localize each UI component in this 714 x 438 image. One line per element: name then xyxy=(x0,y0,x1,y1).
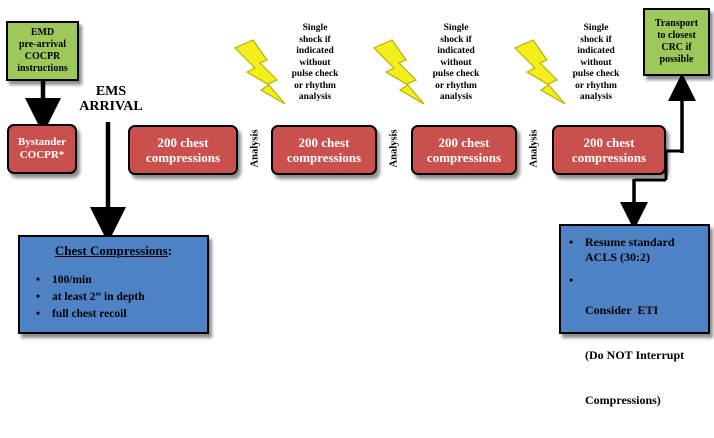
shock-line: pulse check xyxy=(291,69,339,79)
acls-item-1-line-2: ACLS (30:2) xyxy=(585,250,650,264)
shock-line: analysis xyxy=(579,92,613,102)
shock-line: indicated xyxy=(296,46,334,56)
compressions-box-2: 200 chest compressions xyxy=(271,125,377,175)
acls-item-2-line-3: Compressions) xyxy=(585,393,661,407)
bystander-line-1: Bystander xyxy=(17,136,67,148)
shock-line: shock if xyxy=(580,34,612,45)
shock-line: Single xyxy=(302,23,328,33)
compressions-line-2: compressions xyxy=(286,150,362,165)
lightning-bolt-icon xyxy=(372,39,425,105)
shock-text-3: Single shock if indicated without pulse … xyxy=(561,23,631,104)
acls-item-1-line-1: Resume standard xyxy=(585,235,675,249)
compressions-line-1: 200 chest xyxy=(438,135,490,150)
chest-compressions-title-text: Chest Compressions xyxy=(54,243,168,258)
emd-line-1: EMD xyxy=(30,27,55,38)
ems-arrival-line-2: ARRIVAL xyxy=(79,99,143,114)
analysis-label-3: Analysis xyxy=(528,129,540,168)
bystander-line-2: COCPR* xyxy=(19,149,65,161)
compressions-line-1: 200 chest xyxy=(157,135,209,150)
compressions-box-3: 200 chest compressions xyxy=(411,125,517,175)
shock-line: analysis xyxy=(298,92,332,102)
shock-line: analysis xyxy=(439,92,473,102)
acls-item-2-line-1: Consider ETI xyxy=(585,303,659,317)
emd-line-4: instructions xyxy=(17,63,68,74)
list-item: 100/min xyxy=(36,272,145,289)
shock-line: or rhythm xyxy=(294,80,336,91)
chest-compressions-box: Chest Compressions: 100/min at least 2” … xyxy=(18,235,209,334)
shock-text-1: Single shock if indicated without pulse … xyxy=(280,23,350,104)
compressions-line-2: compressions xyxy=(145,150,221,165)
list-item: at least 2” in depth xyxy=(36,289,145,306)
shock-line: or rhythm xyxy=(575,80,617,91)
compressions-box-1: 200 chest compressions xyxy=(128,125,238,175)
shock-line: without xyxy=(299,57,331,68)
shock-line: Single xyxy=(443,23,469,33)
compressions-box-4: 200 chest compressions xyxy=(552,125,666,175)
compressions-line-1: 200 chest xyxy=(298,135,350,150)
shock-line: pulse check xyxy=(572,69,620,79)
analysis-label-1: Analysis xyxy=(249,129,261,168)
chest-compressions-title: Chest Compressions: xyxy=(28,243,199,259)
chest-compressions-title-colon: : xyxy=(167,243,173,258)
emd-instructions-box: EMD pre-arrival COCPR instructions xyxy=(6,21,79,81)
lightning-bolt-icon xyxy=(513,39,566,105)
shock-line: without xyxy=(580,57,612,68)
shock-line: pulse check xyxy=(432,69,480,79)
shock-text-2: Single shock if indicated without pulse … xyxy=(421,23,491,104)
ems-arrival-line-1: EMS xyxy=(95,84,127,99)
connector-layer xyxy=(25,39,696,243)
shock-line: Single xyxy=(583,23,609,33)
shock-line: shock if xyxy=(299,34,331,45)
shock-line: indicated xyxy=(577,46,615,56)
transport-line-3: CRC if xyxy=(661,42,692,53)
compressions-line-1: 200 chest xyxy=(583,135,635,150)
shock-line: without xyxy=(440,57,472,68)
transport-line-4: possible xyxy=(659,54,694,65)
bystander-cocpr-box: Bystander COCPR* xyxy=(7,124,77,174)
compressions-line-2: compressions xyxy=(426,150,502,165)
acls-list: Resume standard ACLS (30:2) Consider ETI… xyxy=(569,235,684,438)
list-item: Resume standard ACLS (30:2) xyxy=(569,235,684,265)
ems-arrival-label: EMS ARRIVAL xyxy=(78,84,144,114)
acls-item-2-line-2: (Do NOT Interrupt xyxy=(585,348,685,362)
analysis-label-2: Analysis xyxy=(388,129,400,168)
transport-line-1: Transport xyxy=(654,18,699,29)
shock-line: or rhythm xyxy=(435,80,477,91)
acls-box: Resume standard ACLS (30:2) Consider ETI… xyxy=(559,224,710,407)
transport-line-2: to closest xyxy=(657,30,696,41)
compressions-line-2: compressions xyxy=(571,150,647,165)
shock-line: shock if xyxy=(440,34,472,45)
emd-line-2: pre-arrival xyxy=(18,39,67,50)
chest-compressions-list: 100/min at least 2” in depth full chest … xyxy=(36,272,145,323)
list-item: Consider ETI (Do NOT Interrupt Compressi… xyxy=(569,273,684,438)
shock-line: indicated xyxy=(437,46,475,56)
emd-line-3: COCPR xyxy=(24,51,61,62)
list-item: full chest recoil xyxy=(36,306,145,323)
cardiocerebral-resuscitation-flow-diagram: EMD pre-arrival COCPR instructions EMS A… xyxy=(0,0,714,340)
transport-box: Transport to closest CRC if possible xyxy=(643,8,710,76)
lightning-bolt-icon xyxy=(233,39,286,105)
